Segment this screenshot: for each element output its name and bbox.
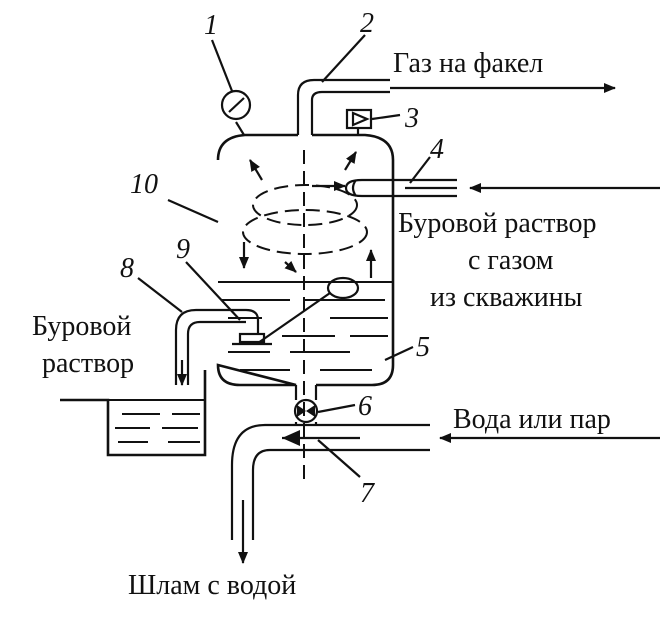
label-number-2: 2: [360, 8, 374, 39]
label-gas-to-flare: Газ на факел: [393, 48, 543, 79]
label-number-9: 9: [176, 234, 190, 265]
swirl-upper: [252, 184, 358, 226]
flow-arrow: [284, 260, 297, 273]
label-number-6: 6: [358, 391, 372, 422]
label-mud-with-gas-2: с газом: [468, 245, 554, 276]
ejector-pipe: [230, 422, 660, 564]
label-number-7: 7: [360, 478, 375, 509]
float: [257, 276, 360, 344]
label-water-or-steam: Вода или пар: [453, 404, 611, 435]
label-number-5: 5: [416, 332, 430, 363]
label-mud-out-2: раствор: [42, 348, 134, 379]
flow-arrow: [249, 159, 263, 181]
label-number-8: 8: [120, 253, 134, 284]
label-number-3: 3: [404, 103, 419, 134]
drain-valve: [293, 385, 319, 424]
inlet-pipe: [344, 178, 660, 198]
swirl-lower: [242, 209, 368, 255]
gas-outlet-pipe: [296, 78, 616, 135]
receiving-tank: [60, 370, 207, 457]
label-number-1: 1: [204, 10, 218, 41]
label-mud-with-gas-1: Буровой раствор: [398, 208, 597, 239]
float-valve: [238, 332, 266, 344]
label-number-10: 10: [130, 169, 158, 200]
mud-outlet-pipe: [174, 308, 272, 386]
flow-arrow: [344, 151, 357, 171]
safety-valve: [345, 108, 373, 135]
vessel-body: [216, 133, 395, 387]
vessel-liquid: [218, 281, 393, 371]
label-mud-out-1: Буровой: [32, 311, 131, 342]
label-sludge-with-water: Шлам с водой: [128, 570, 296, 601]
label-mud-with-gas-3: из скважины: [430, 282, 583, 313]
leader-lines: [137, 34, 431, 478]
label-number-4: 4: [430, 134, 444, 165]
pressure-gauge: [220, 89, 252, 136]
